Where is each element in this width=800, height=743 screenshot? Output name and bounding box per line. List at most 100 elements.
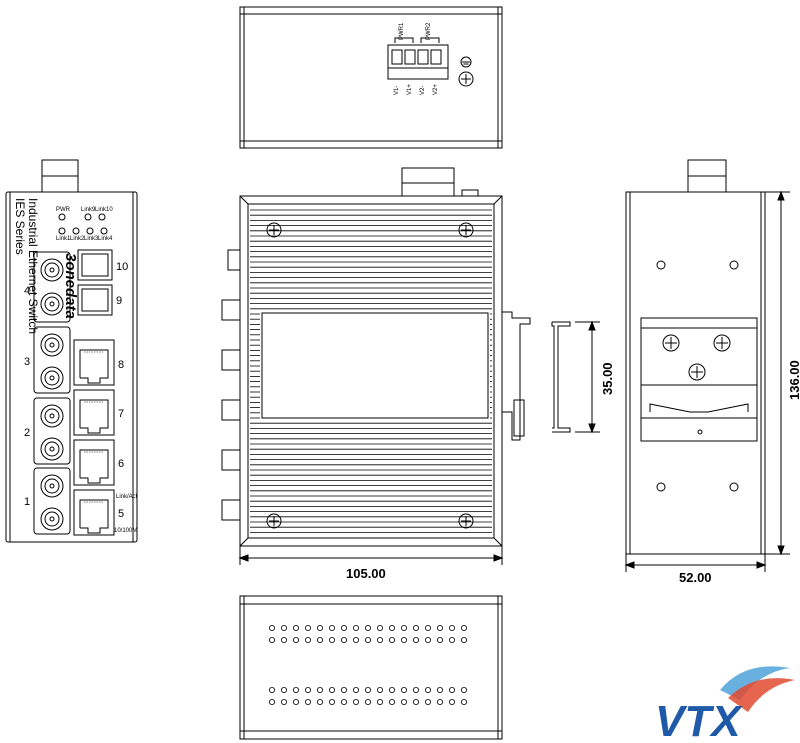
led-label-pwr: PWR [56, 207, 71, 213]
fiber-connector-core [49, 342, 55, 348]
vent-hole [364, 625, 371, 632]
vent-hole [292, 637, 299, 644]
vent-hole [304, 687, 311, 694]
vent-hole [268, 625, 275, 632]
rear-view [625, 159, 766, 555]
vent-hole [340, 637, 347, 644]
vent-hole [424, 625, 431, 632]
fiber-connector-core [49, 516, 55, 522]
led-label-link2: Link2 [70, 236, 85, 242]
vent-hole [304, 637, 311, 644]
fiber-port-label-3: 3 [24, 356, 30, 368]
fiber-connector-core [49, 446, 55, 452]
vent-hole [328, 687, 335, 694]
side-view [221, 167, 531, 547]
vent-holes [268, 625, 467, 706]
rj45-port-8 [73, 339, 115, 386]
screw-icon [458, 513, 474, 529]
led-label-link3: Link3 [84, 236, 99, 242]
series-label: IES Series [13, 198, 27, 255]
dim-35-label: 35.00 [600, 362, 615, 395]
vent-hole [460, 699, 467, 706]
cooling-fins [250, 209, 492, 533]
screw-icon [713, 334, 731, 352]
vent-hole [376, 637, 383, 644]
fiber-connector-outer [40, 258, 64, 282]
vent-hole [388, 699, 395, 706]
vent-hole [388, 625, 395, 632]
front-panel [5, 159, 138, 543]
vent-hole [352, 687, 359, 694]
vent-hole [292, 699, 299, 706]
vent-hole [400, 699, 407, 706]
bottom-view-outline [239, 595, 503, 740]
fiber-connector-outer [40, 474, 64, 498]
vent-hole [364, 687, 371, 694]
fiber-connector-outer [40, 292, 64, 316]
fiber-connector-ring [44, 296, 60, 312]
vent-hole [388, 687, 395, 694]
vent-hole [280, 687, 287, 694]
fiber-port-label-2: 2 [24, 427, 30, 439]
vent-hole [304, 625, 311, 632]
vent-hole [448, 699, 455, 706]
led-label-link10: Link10 [95, 207, 113, 213]
vent-hole [412, 699, 419, 706]
vent-hole [316, 625, 323, 632]
vent-hole [268, 637, 275, 644]
fiber-port-label-1: 1 [24, 496, 30, 508]
din-clip-plate [640, 317, 758, 442]
vent-hole [304, 699, 311, 706]
vent-hole [280, 637, 287, 644]
vent-hole [436, 687, 443, 694]
vent-hole [460, 625, 467, 632]
sfp-port-label-9: 9 [116, 295, 122, 307]
power-terminal-block [387, 44, 449, 80]
side-label-window [261, 312, 489, 419]
vent-hole [340, 687, 347, 694]
vent-hole [364, 699, 371, 706]
vent-hole [436, 637, 443, 644]
rj45-port-label-5: 5 [118, 508, 124, 520]
fiber-connector-outer [40, 437, 64, 461]
industrial-switch-label: Industrial Ethernet Switch [26, 198, 40, 334]
vent-hole [400, 687, 407, 694]
sfp-port-10 [77, 249, 113, 281]
terminal-label-1: V1- [394, 86, 400, 95]
vent-hole [448, 637, 455, 644]
fiber-connector-core [49, 267, 55, 273]
fiber-port-3 [33, 326, 71, 394]
front-panel-outline [5, 191, 138, 543]
vent-hole [292, 687, 299, 694]
vent-hole [436, 699, 443, 706]
vent-hole [268, 699, 275, 706]
terminal-label-2: V1+ [407, 84, 413, 95]
fiber-connector-outer [40, 507, 64, 531]
bottom-view [239, 595, 503, 740]
vent-hole [376, 699, 383, 706]
link-act-label: Link/Act [116, 494, 138, 500]
rj45-port-label-6: 6 [118, 458, 124, 470]
dim-105 [238, 546, 504, 565]
vent-hole [412, 625, 419, 632]
fiber-connector-core [49, 413, 55, 419]
vent-hole [328, 625, 335, 632]
rj45-port-5 [73, 489, 115, 536]
vtx-logo-text: VTX [655, 697, 743, 743]
rj45-pins [84, 351, 104, 503]
ground-symbol-icon [460, 56, 472, 68]
terminal-label-3: V2- [420, 86, 426, 95]
screw-icon [662, 334, 680, 352]
vent-hole [400, 637, 407, 644]
side-top-connector [401, 167, 455, 197]
dim-52 [624, 554, 767, 572]
din-rail-profile [551, 321, 571, 433]
vent-hole [316, 699, 323, 706]
brand-logo-text: 3onedata [62, 253, 79, 319]
terminal-label-4: V2+ [433, 84, 439, 95]
pwr2-label: PWR2 [426, 22, 432, 40]
vent-hole [376, 625, 383, 632]
fiber-connector-ring [44, 262, 60, 278]
vent-hole [352, 699, 359, 706]
screw-icon [458, 222, 474, 238]
